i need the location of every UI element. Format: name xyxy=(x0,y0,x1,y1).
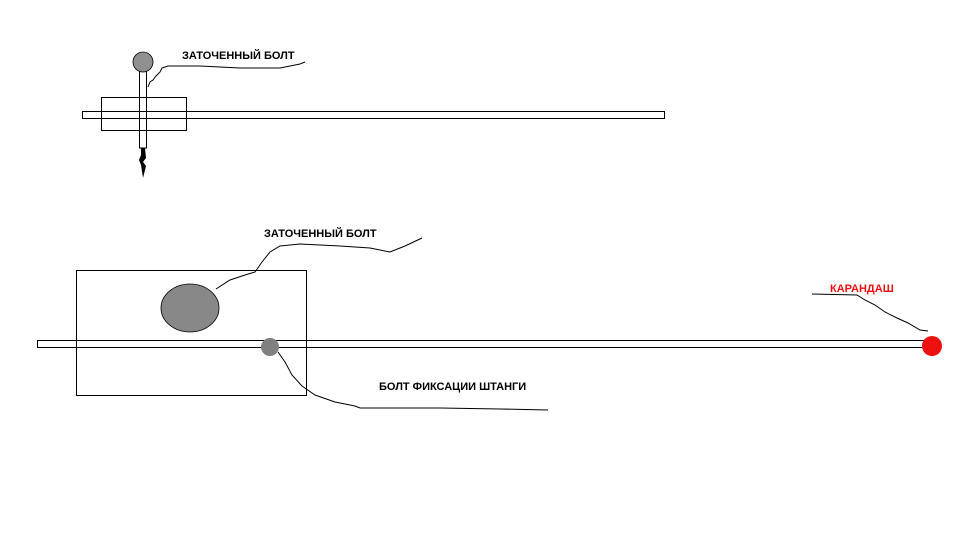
sharpened-bolt-head xyxy=(160,283,220,333)
pencil-leader xyxy=(811,293,929,332)
pencil-tip xyxy=(922,336,942,356)
top-bolt-shaft xyxy=(139,69,147,149)
top-view: ЗАТОЧЕННЫЙ БОЛТ xyxy=(82,49,665,178)
bottom-rod xyxy=(37,340,928,348)
rod-fixing-bolt-leader xyxy=(277,351,549,411)
bottom-sharpened-bolt-leader xyxy=(215,237,423,290)
top-carriage xyxy=(101,97,187,131)
top-sharpened-bolt-label: ЗАТОЧЕННЫЙ БОЛТ xyxy=(182,49,295,62)
bottom-view: ЗАТОЧЕННЫЙ БОЛТ БОЛТ ФИКСАЦИИ ШТАНГИ КАР… xyxy=(37,227,942,411)
rod-fixing-bolt xyxy=(261,338,279,356)
top-bolt-tip xyxy=(139,148,146,178)
top-leader-line xyxy=(147,61,306,88)
rod-fixing-bolt-label: БОЛТ ФИКСАЦИИ ШТАНГИ xyxy=(379,381,526,393)
pencil-label: КАРАНДАШ xyxy=(830,283,894,295)
top-rod xyxy=(82,111,665,119)
bottom-sharpened-bolt-label: ЗАТОЧЕННЫЙ БОЛТ xyxy=(264,227,377,240)
top-bolt-head xyxy=(132,51,154,73)
bottom-carriage xyxy=(76,270,307,396)
